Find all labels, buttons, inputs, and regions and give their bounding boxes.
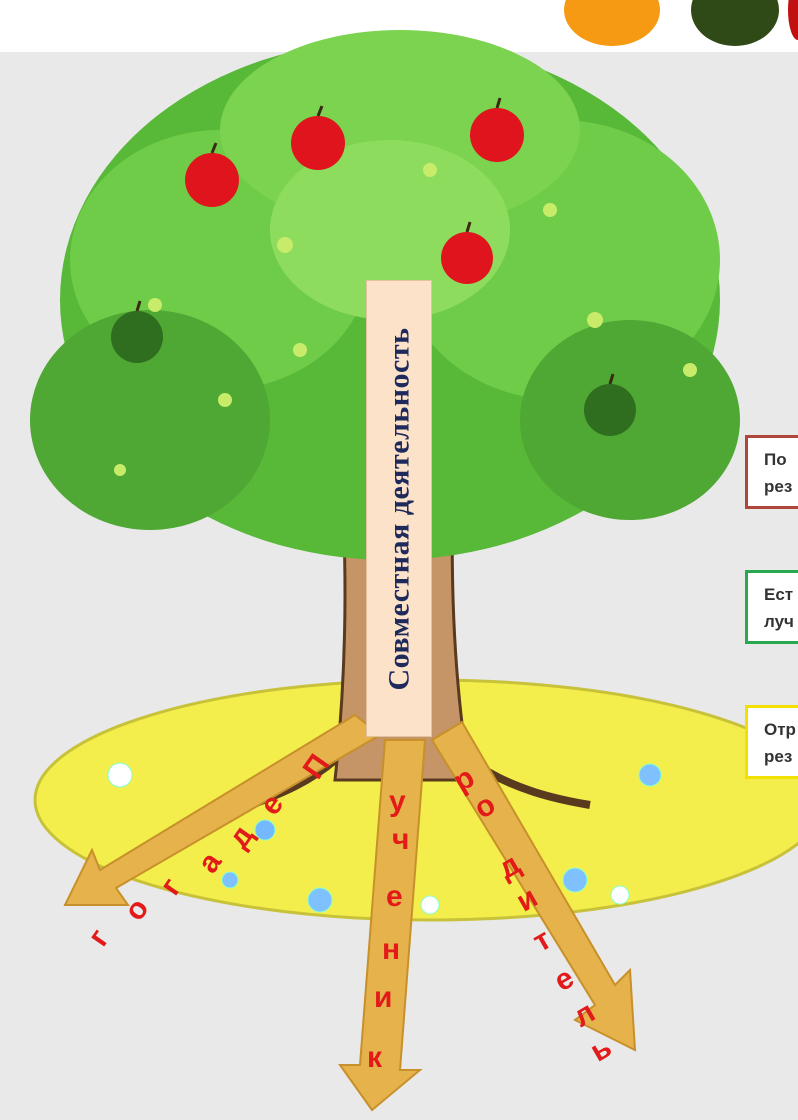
legend-3-line1: Отр	[764, 720, 796, 739]
arrow-roditel	[430, 720, 637, 1052]
legend-1-line2: рез	[764, 477, 793, 496]
arrow-uchenik	[338, 739, 427, 1112]
trunk-label-box: Совместная деятельность	[366, 280, 432, 737]
crown-highlights	[114, 163, 697, 476]
meadow-flowers	[107, 762, 662, 915]
uchenik-letter: ч	[392, 823, 410, 856]
legend-2-line1: Ест	[764, 585, 794, 604]
red-apple-icon	[441, 221, 493, 284]
red-fruit-edge-icon	[788, 0, 798, 40]
legend-box-1: По рез	[745, 435, 798, 509]
uchenik-letter: н	[382, 933, 401, 966]
red-apple-icon	[185, 142, 239, 207]
trunk-label: Совместная деятельность	[382, 327, 415, 690]
green-apple-icon	[584, 373, 636, 436]
arrow-pedagog	[63, 713, 382, 906]
legend-2-line2: луч	[764, 612, 794, 631]
legend-box-2: Ест луч	[745, 570, 798, 644]
uchenik-letter: е	[386, 880, 403, 913]
dark-green-fruit-icon	[691, 0, 779, 46]
red-apple-icon	[470, 97, 524, 162]
uchenik-letter: к	[367, 1041, 383, 1074]
red-apple-icon	[291, 105, 345, 170]
uchenik-letter: и	[374, 981, 393, 1014]
uchenik-letter: у	[389, 785, 406, 818]
legend-1-line1: По	[764, 450, 787, 469]
orange-fruit-icon	[564, 0, 660, 46]
legend-3-line2: рез	[764, 747, 793, 766]
green-apple-icon	[111, 300, 163, 363]
legend-box-3: Отр рез	[745, 705, 798, 779]
